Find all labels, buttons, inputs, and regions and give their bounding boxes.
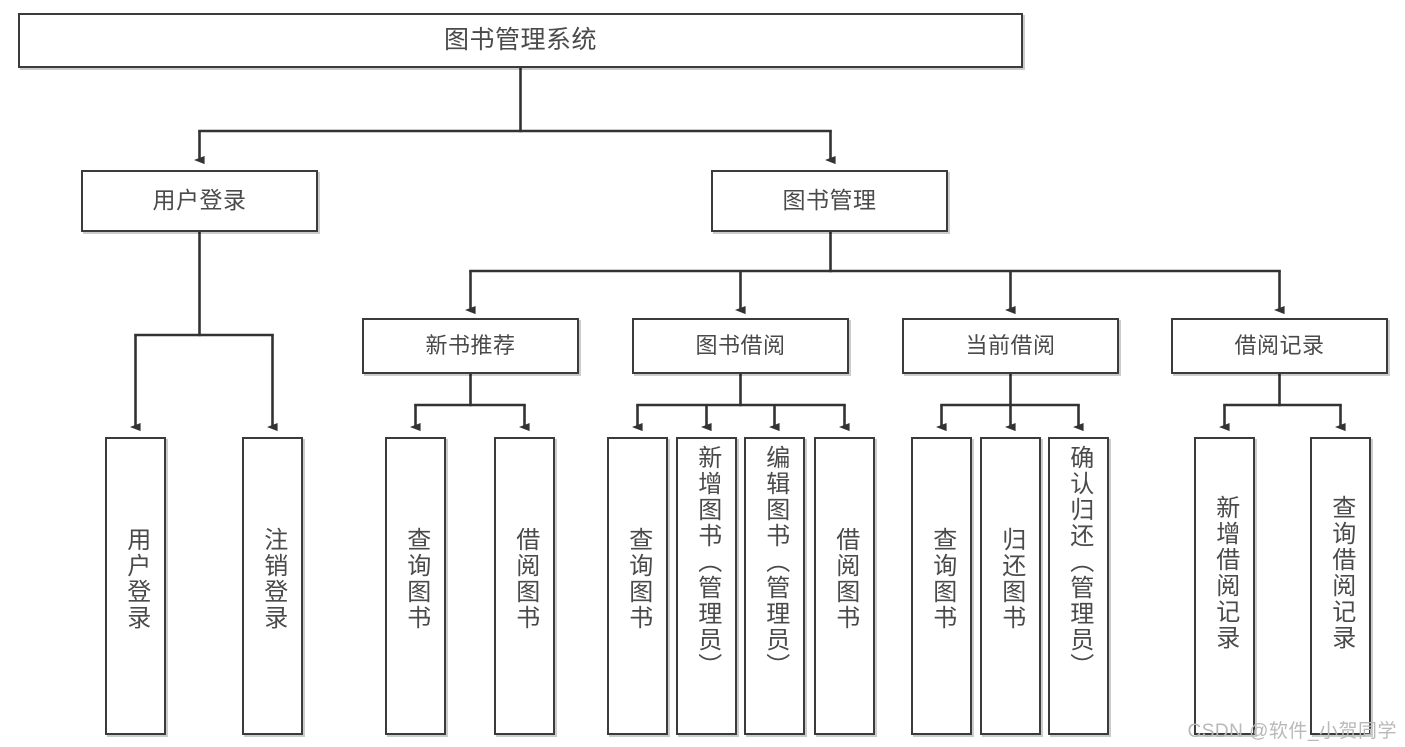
leaf-book-borrow-edit[interactable]: 编辑图书（管理员）	[744, 437, 805, 735]
node-label: 用户登录	[152, 187, 247, 214]
node-label: 查询图书	[624, 527, 652, 631]
node-borrow-record[interactable]: 借阅记录	[1171, 318, 1388, 374]
node-label: 图书管理	[782, 187, 877, 214]
watermark: CSDN @软件_小贺同学	[1187, 721, 1397, 742]
leaf-new-book-borrow[interactable]: 借阅图书	[494, 437, 555, 735]
node-root-system[interactable]: 图书管理系统	[18, 13, 1023, 68]
leaf-current-borrow-confirm-return[interactable]: 确认归还（管理员）	[1048, 437, 1109, 735]
leaf-current-borrow-return[interactable]: 归还图书	[980, 437, 1041, 735]
node-label: 用户登录	[122, 527, 150, 631]
leaf-book-borrow-query[interactable]: 查询图书	[607, 437, 668, 735]
leaf-book-borrow-borrow[interactable]: 借阅图书	[814, 437, 875, 735]
leaf-book-borrow-add[interactable]: 新增图书（管理员）	[676, 437, 737, 735]
node-label: 查询图书	[928, 527, 956, 631]
node-label: 图书借阅	[695, 333, 786, 359]
node-label: 图书管理系统	[443, 25, 597, 54]
leaf-new-book-query[interactable]: 查询图书	[385, 437, 446, 735]
node-label: 编辑图书（管理员）	[761, 445, 789, 679]
node-label: 查询借阅记录	[1327, 495, 1355, 651]
node-label: 归还图书	[997, 527, 1025, 631]
leaf-borrow-record-query[interactable]: 查询借阅记录	[1310, 437, 1371, 735]
node-label: 确认归还（管理员）	[1065, 445, 1093, 679]
node-new-book-recommend[interactable]: 新书推荐	[362, 318, 579, 374]
leaf-user-login-logout[interactable]: 注销登录	[242, 437, 303, 735]
node-label: 新增图书（管理员）	[693, 445, 721, 679]
node-book-borrow[interactable]: 图书借阅	[632, 318, 849, 374]
node-label: 新增借阅记录	[1211, 495, 1239, 651]
node-book-management[interactable]: 图书管理	[711, 170, 948, 232]
node-user-login[interactable]: 用户登录	[81, 170, 318, 232]
node-label: 注销登录	[259, 527, 287, 631]
leaf-user-login-login[interactable]: 用户登录	[105, 437, 166, 735]
node-label: 借阅图书	[831, 527, 859, 631]
node-label: 当前借阅	[965, 333, 1056, 359]
node-label: 借阅图书	[511, 527, 539, 631]
node-current-borrow[interactable]: 当前借阅	[902, 318, 1119, 374]
node-label: 查询图书	[402, 527, 430, 631]
node-label: 新书推荐	[425, 333, 516, 359]
node-label: 借阅记录	[1234, 333, 1325, 359]
leaf-borrow-record-add[interactable]: 新增借阅记录	[1194, 437, 1255, 735]
leaf-current-borrow-query[interactable]: 查询图书	[911, 437, 972, 735]
